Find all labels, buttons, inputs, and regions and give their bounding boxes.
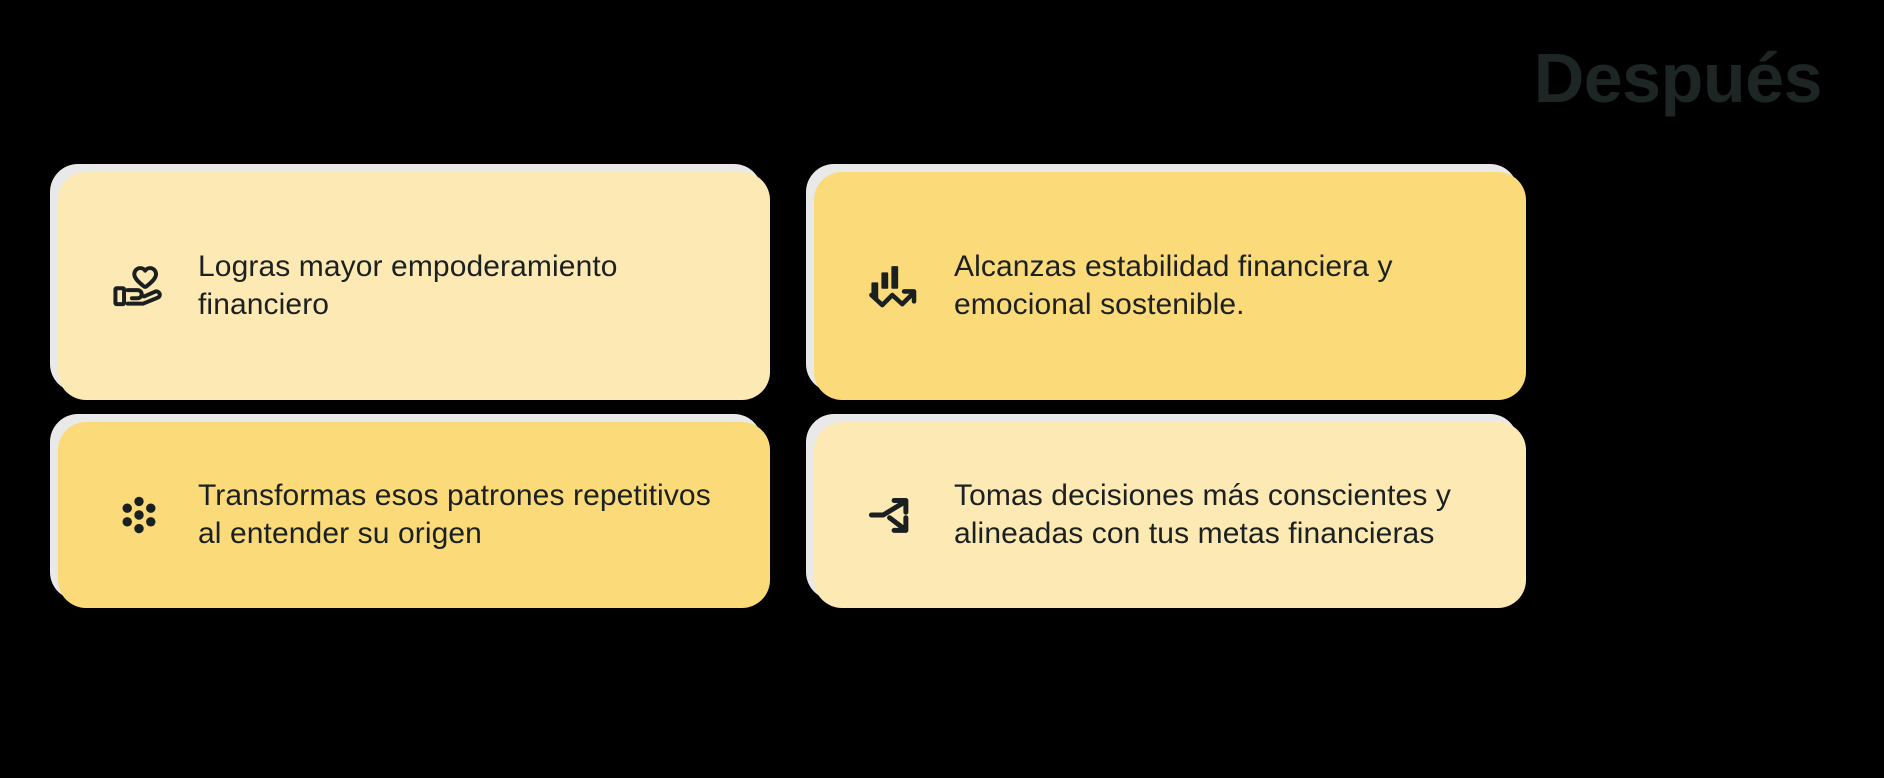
- benefit-card-patrones[interactable]: Transformas esos patrones repetitivos al…: [58, 422, 770, 608]
- benefit-card-estabilidad[interactable]: Alcanzas estabilidad financiera y emocio…: [814, 172, 1526, 400]
- card-content: Transformas esos patrones repetitivos al…: [110, 477, 736, 554]
- benefit-card-decisiones[interactable]: Tomas decisiones más conscientes y aline…: [814, 422, 1526, 608]
- card-label: Transformas esos patrones repetitivos al…: [198, 478, 711, 550]
- card-label: Logras mayor empoderamiento financiero: [198, 249, 618, 321]
- hand-heart-icon: [110, 257, 168, 315]
- chart-growth-arrow-icon: [866, 257, 924, 315]
- card-content: Logras mayor empoderamiento financiero: [110, 248, 736, 325]
- benefit-card-grid: Logras mayor empoderamiento financiero A…: [58, 172, 1826, 608]
- benefit-card-empoderamiento[interactable]: Logras mayor empoderamiento financiero: [58, 172, 770, 400]
- dots-cluster-icon: [110, 486, 168, 544]
- card-content: Tomas decisiones más conscientes y aline…: [866, 477, 1492, 554]
- page-title: Después: [1520, 43, 1823, 114]
- card-content: Alcanzas estabilidad financiera y emocio…: [866, 248, 1492, 325]
- card-label: Tomas decisiones más conscientes y aline…: [954, 478, 1451, 550]
- page-title-container: Después: [1520, 30, 1823, 126]
- branching-arrows-icon: [866, 486, 924, 544]
- card-label: Alcanzas estabilidad financiera y emocio…: [954, 249, 1393, 321]
